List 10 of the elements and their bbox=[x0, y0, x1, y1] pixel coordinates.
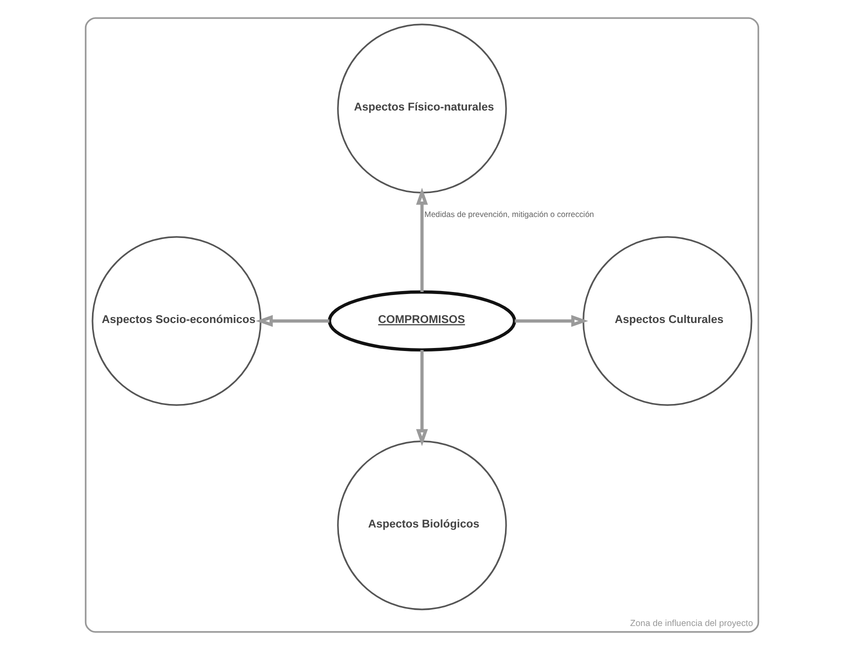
node-circle: Aspectos Físico-naturales bbox=[336, 24, 506, 194]
arrow bbox=[255, 315, 329, 327]
node-circle: Aspectos Culturales bbox=[582, 236, 752, 406]
edge-label: Medidas de prevención, mitigación o corrección bbox=[424, 210, 594, 219]
arrow bbox=[416, 188, 428, 292]
node-ellipse: COMPROMISOS bbox=[327, 290, 516, 352]
arrow bbox=[514, 315, 588, 327]
node-circle: Aspectos Biológicos bbox=[336, 440, 506, 610]
arrow bbox=[416, 350, 428, 446]
node-circle: Aspectos Socio-económicos bbox=[91, 236, 261, 406]
